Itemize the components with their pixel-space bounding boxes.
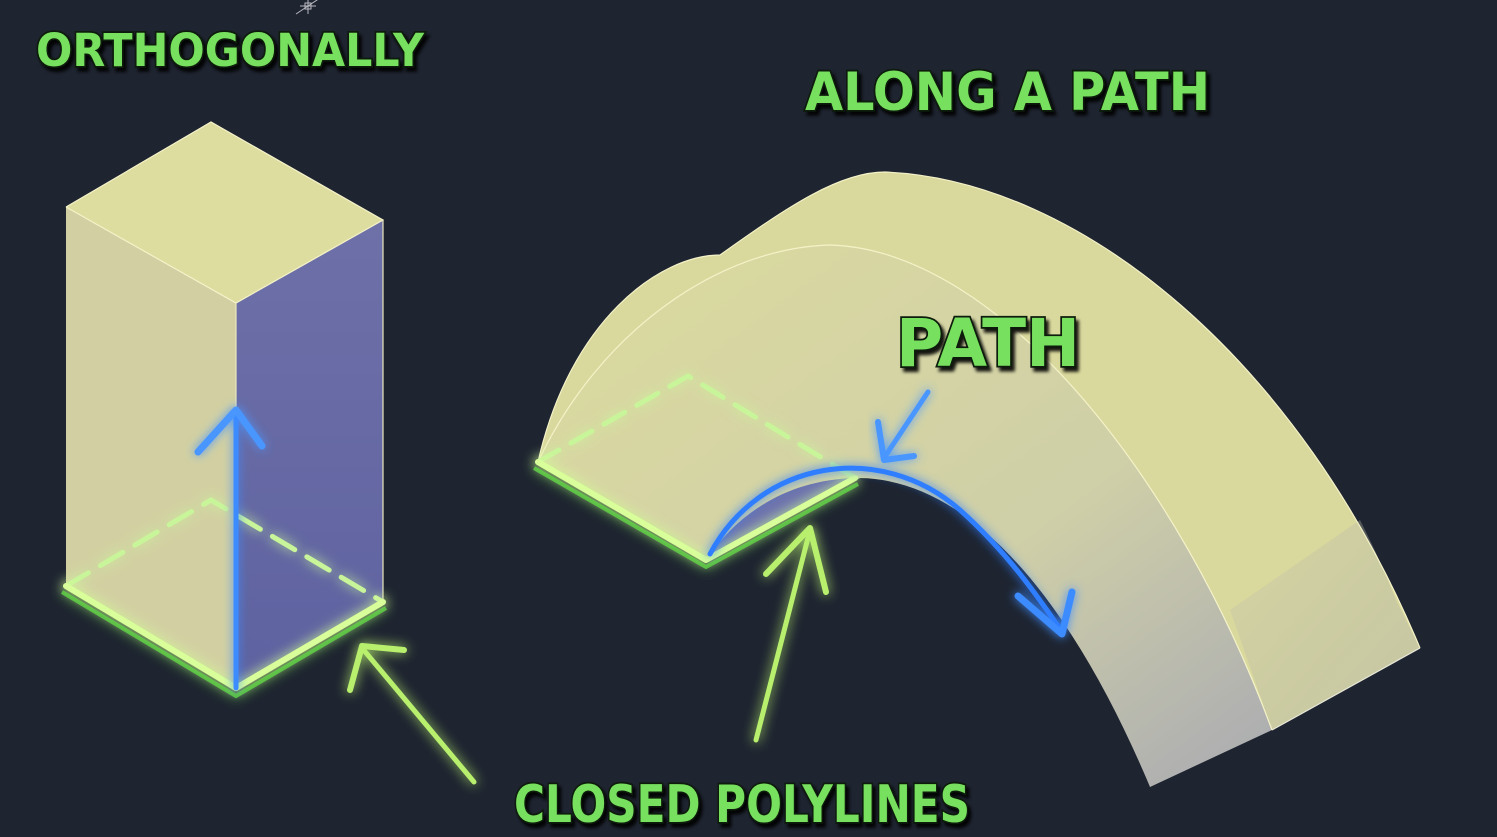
label-along-a-path: ALONG A PATH (805, 62, 1210, 123)
box-front-face (66, 207, 236, 688)
label-orthogonally: ORTHOGONALLY (36, 24, 425, 77)
polyline-pointer-arrow-left-icon (347, 643, 477, 785)
box-base-hidden-edges (63, 497, 386, 605)
polyline-pointer-arrow-right-icon (753, 525, 829, 743)
box-top-face (66, 122, 383, 303)
sweep-path-curve (707, 465, 1076, 638)
extruded-box-solid (65, 121, 385, 688)
label-path: PATH (896, 305, 1080, 382)
path-extruded-solid (537, 171, 1421, 787)
arrow-up-icon (194, 406, 266, 691)
start-profile-closed-polyline (533, 459, 859, 570)
ucs-crosshair-icon (295, 0, 318, 15)
start-profile-hidden-edges (535, 373, 858, 481)
path-arrowhead-icon (1014, 588, 1076, 638)
box-right-face (236, 220, 383, 688)
arc-side-surface (538, 245, 1272, 787)
label-closed-polylines: CLOSED POLYLINES (514, 775, 970, 835)
path-pointer-arrow-icon (875, 389, 931, 463)
